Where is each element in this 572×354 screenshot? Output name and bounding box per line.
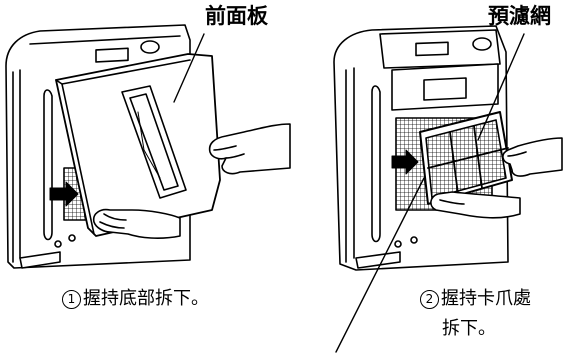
callout-front-panel: 前面板 xyxy=(205,4,268,28)
left-side-grip xyxy=(43,89,53,241)
pre-filter-frame xyxy=(419,111,513,205)
tab-pointer-leader xyxy=(335,177,425,353)
step-1-number: 1 xyxy=(62,290,81,309)
right-side-grip xyxy=(371,85,381,243)
left-callout-leader xyxy=(173,33,205,103)
right-hand-bottom-tab xyxy=(430,191,521,219)
left-hand-right-side xyxy=(208,123,291,175)
right-display-window xyxy=(415,41,449,57)
left-display-window xyxy=(95,47,129,63)
step-2-caption-line2: 拆下。 xyxy=(442,318,496,339)
front-panel xyxy=(55,53,221,237)
right-callout-leader xyxy=(477,33,525,141)
callout-pre-filter: 預濾網 xyxy=(488,4,551,28)
left-power-button xyxy=(140,40,160,54)
step-1-text: 握持底部拆下。 xyxy=(83,288,209,309)
right-power-button xyxy=(472,37,492,51)
right-arrow-pull-out xyxy=(391,149,419,175)
right-hand-top-tab xyxy=(502,137,563,177)
left-hand-bottom xyxy=(92,208,181,239)
step-2-text-line1: 握持卡爪處 xyxy=(441,288,531,309)
step-2-number: 2 xyxy=(420,290,439,309)
left-arrow-pull-out xyxy=(49,181,79,207)
